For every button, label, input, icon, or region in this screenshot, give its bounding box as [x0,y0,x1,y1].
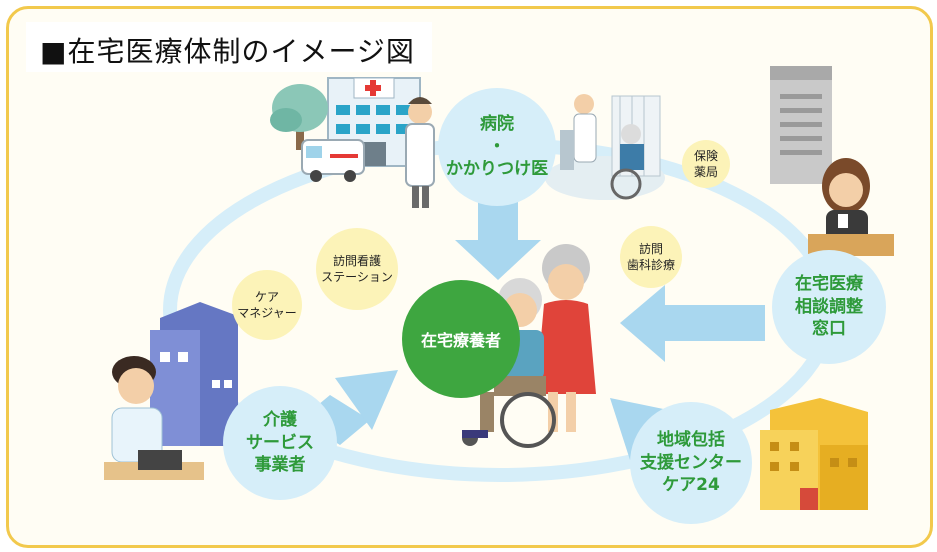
arrow-from-consult [620,285,765,362]
pharmacy-node: 保険 薬局 [682,140,730,188]
regional-center-building-icon [760,398,868,510]
nursing-station-node: 訪問看護 ステーション [316,228,398,310]
consultant-woman-icon [808,158,894,256]
doctor-icon [405,97,435,208]
dental-node: 訪問 歯科診療 [620,226,682,288]
care-worker-icon [104,356,204,480]
regional-center-node: 地域包括 支援センター ケア24 [630,402,752,524]
ambulance-icon [301,139,365,182]
office-building-icon [770,66,832,184]
hospital-node: 病院 ・ かかりつけ医 [438,88,556,206]
title-box [26,22,432,72]
patient-center-node: 在宅療養者 [402,280,520,398]
tree-icon [270,84,328,150]
consult-node: 在宅医療 相談調整 窓口 [772,250,886,364]
care-manager-node: ケア マネジャー [232,270,302,340]
care-service-node: 介護 サービス 事業者 [223,386,337,500]
arrow-from-hospital [455,195,541,280]
clinic-room-icon [545,94,665,200]
page-title: ■在宅医療体制のイメージ図 [40,35,415,68]
